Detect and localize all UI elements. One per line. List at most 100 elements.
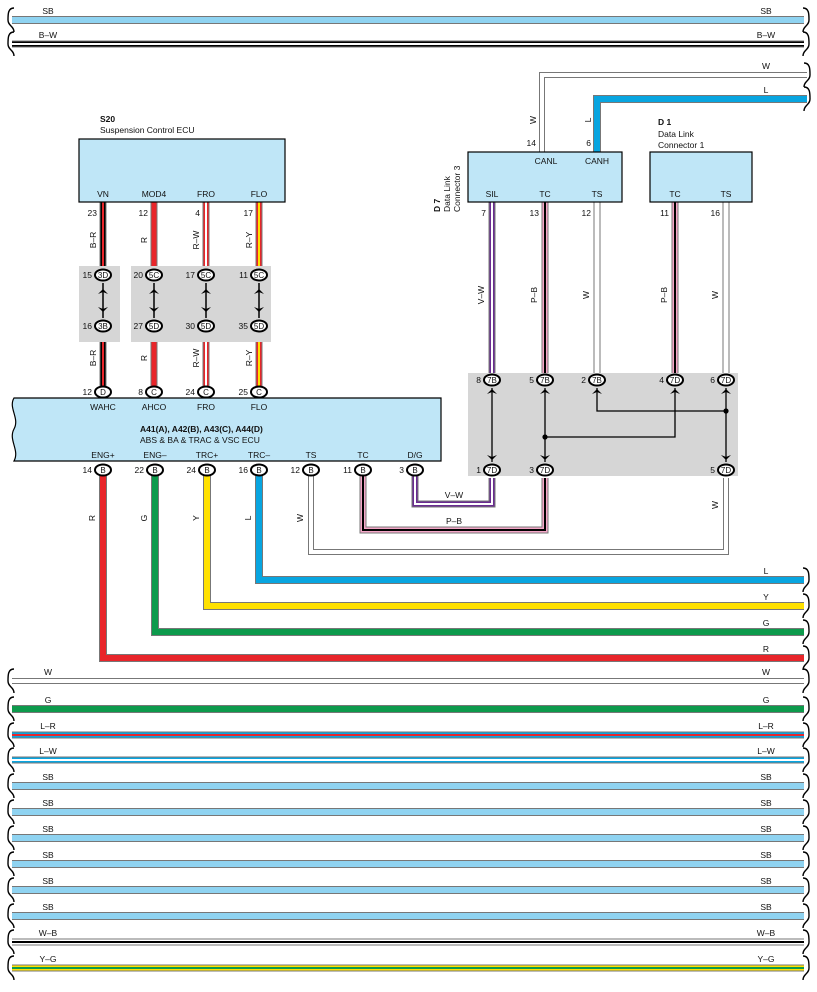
connector-oval xyxy=(536,373,554,387)
wire-color-label: W xyxy=(528,116,538,124)
connector-id: B xyxy=(308,466,313,475)
connector-id: 7B xyxy=(540,376,550,385)
wire-break-mark xyxy=(7,747,15,773)
wire-break-mark xyxy=(802,877,810,903)
d1-pin-number: 16 xyxy=(711,208,721,218)
abs-ecu-connector: C xyxy=(145,385,163,399)
bus-label-right: SB xyxy=(760,6,772,16)
connector-oval xyxy=(145,268,163,282)
junction-connector: 3B xyxy=(94,319,112,333)
junction-arrow-icon xyxy=(721,389,731,394)
abs-ecu-pin-name: TRC– xyxy=(248,450,270,460)
wire-color-label: R–W xyxy=(191,349,201,368)
abs-ecu-connector: B xyxy=(302,463,320,477)
connector-oval xyxy=(94,268,112,282)
wire-break-mark xyxy=(7,7,15,33)
connector-id: 7B xyxy=(487,376,497,385)
connector-id: D xyxy=(100,388,106,397)
junction-arrow-icon xyxy=(201,289,211,294)
connector-oval xyxy=(146,463,164,477)
wire-color-label: L xyxy=(583,117,593,122)
bus-label-left: L–W xyxy=(39,746,56,756)
can-low-wire xyxy=(539,72,807,152)
bus-label-left: W xyxy=(44,667,52,677)
wire-break-mark xyxy=(802,773,810,799)
pin-number: 14 xyxy=(83,465,93,475)
wire-color-label: W xyxy=(762,61,770,71)
connector-oval xyxy=(198,463,216,477)
connector-oval xyxy=(250,319,268,333)
wire-color-label: R xyxy=(87,515,97,521)
d7-name: Data Link xyxy=(442,175,452,212)
bus-label-right: G xyxy=(763,695,770,705)
trc-minus-wire xyxy=(255,468,804,584)
connector-id: B xyxy=(152,466,157,475)
wire-core xyxy=(309,468,728,554)
wire-break-mark xyxy=(802,747,810,773)
ecu-pin-name: MOD4 xyxy=(142,189,167,199)
connector-oval xyxy=(483,463,501,477)
ecu-pin-name: FRO xyxy=(197,189,215,199)
junction-link xyxy=(596,388,726,412)
junction-arrow-icon xyxy=(487,455,497,460)
wire-break-mark xyxy=(7,722,15,748)
wire-break-mark xyxy=(7,825,15,851)
d7-pin-number: 6 xyxy=(586,138,591,148)
junction-arrow-icon xyxy=(254,307,264,312)
d1-name: Connector 1 xyxy=(658,140,705,150)
wire-color-label: R–W xyxy=(191,231,201,250)
connector-id: 7B xyxy=(592,376,602,385)
abs-ecu-connector: B xyxy=(94,463,112,477)
connector-id: 3D xyxy=(98,271,108,280)
junction-arrow-icon xyxy=(721,455,731,460)
bus-label-right: Y–G xyxy=(757,954,774,964)
connector-oval xyxy=(197,385,215,399)
junction-arrow-icon xyxy=(98,307,108,312)
junction-connector: 5D xyxy=(250,319,268,333)
tc-wire xyxy=(359,468,549,534)
wire-break-mark xyxy=(802,645,810,671)
connector-oval xyxy=(717,463,735,477)
junction-arrow-icon xyxy=(149,289,159,294)
ecu-pin-number: 23 xyxy=(88,208,98,218)
wire-color-label: W xyxy=(581,291,591,299)
d7-pin-name: TS xyxy=(592,189,603,199)
wire-break-mark xyxy=(802,903,810,929)
wire-break-mark xyxy=(802,619,810,645)
abs-ecu-title: A41(A), A42(B), A43(C), A44(D) xyxy=(140,424,263,434)
abs-ecu-pin-name: TC xyxy=(357,450,368,460)
pin-number: 5 xyxy=(710,465,715,475)
connector-oval xyxy=(250,385,268,399)
pin-number: 8 xyxy=(138,387,143,397)
wire-break-mark xyxy=(802,722,810,748)
junction-connector: 5D xyxy=(197,319,215,333)
ecu-pin-number: 17 xyxy=(244,208,254,218)
wire-core xyxy=(256,468,804,583)
pin-number: 35 xyxy=(239,321,249,331)
abs-ecu-pin-name: TRC+ xyxy=(196,450,218,460)
wire-break-mark xyxy=(802,593,810,619)
abs-ecu-pin-name: WAHC xyxy=(90,402,116,412)
junction-arrow-icon xyxy=(540,455,550,460)
splice-dot xyxy=(542,434,548,440)
junction-arrow-icon xyxy=(670,389,680,394)
wire-break-mark xyxy=(7,903,15,929)
wire-color-label: L xyxy=(764,566,769,576)
wire-break-mark xyxy=(802,929,810,955)
abs-ecu-connector: C xyxy=(197,385,215,399)
connector-oval xyxy=(302,463,320,477)
bus-label-left: L–R xyxy=(40,721,56,731)
d1-pin-name: TS xyxy=(721,189,732,199)
components-layer xyxy=(11,138,753,462)
wire-core xyxy=(100,468,804,661)
junction-connector: 7D xyxy=(717,463,735,477)
connector-oval xyxy=(197,319,215,333)
d1-code: D 1 xyxy=(658,117,672,127)
wire-outline xyxy=(308,468,729,555)
pin-number: 16 xyxy=(83,321,93,331)
suspension-ecu-name: Suspension Control ECU xyxy=(100,125,195,135)
abs-ecu-pin-name: FLO xyxy=(251,402,268,412)
abs-ecu-subtitle: ABS & BA & TRAC & VSC ECU xyxy=(140,435,260,445)
data-link-connector-1-box xyxy=(649,151,753,203)
